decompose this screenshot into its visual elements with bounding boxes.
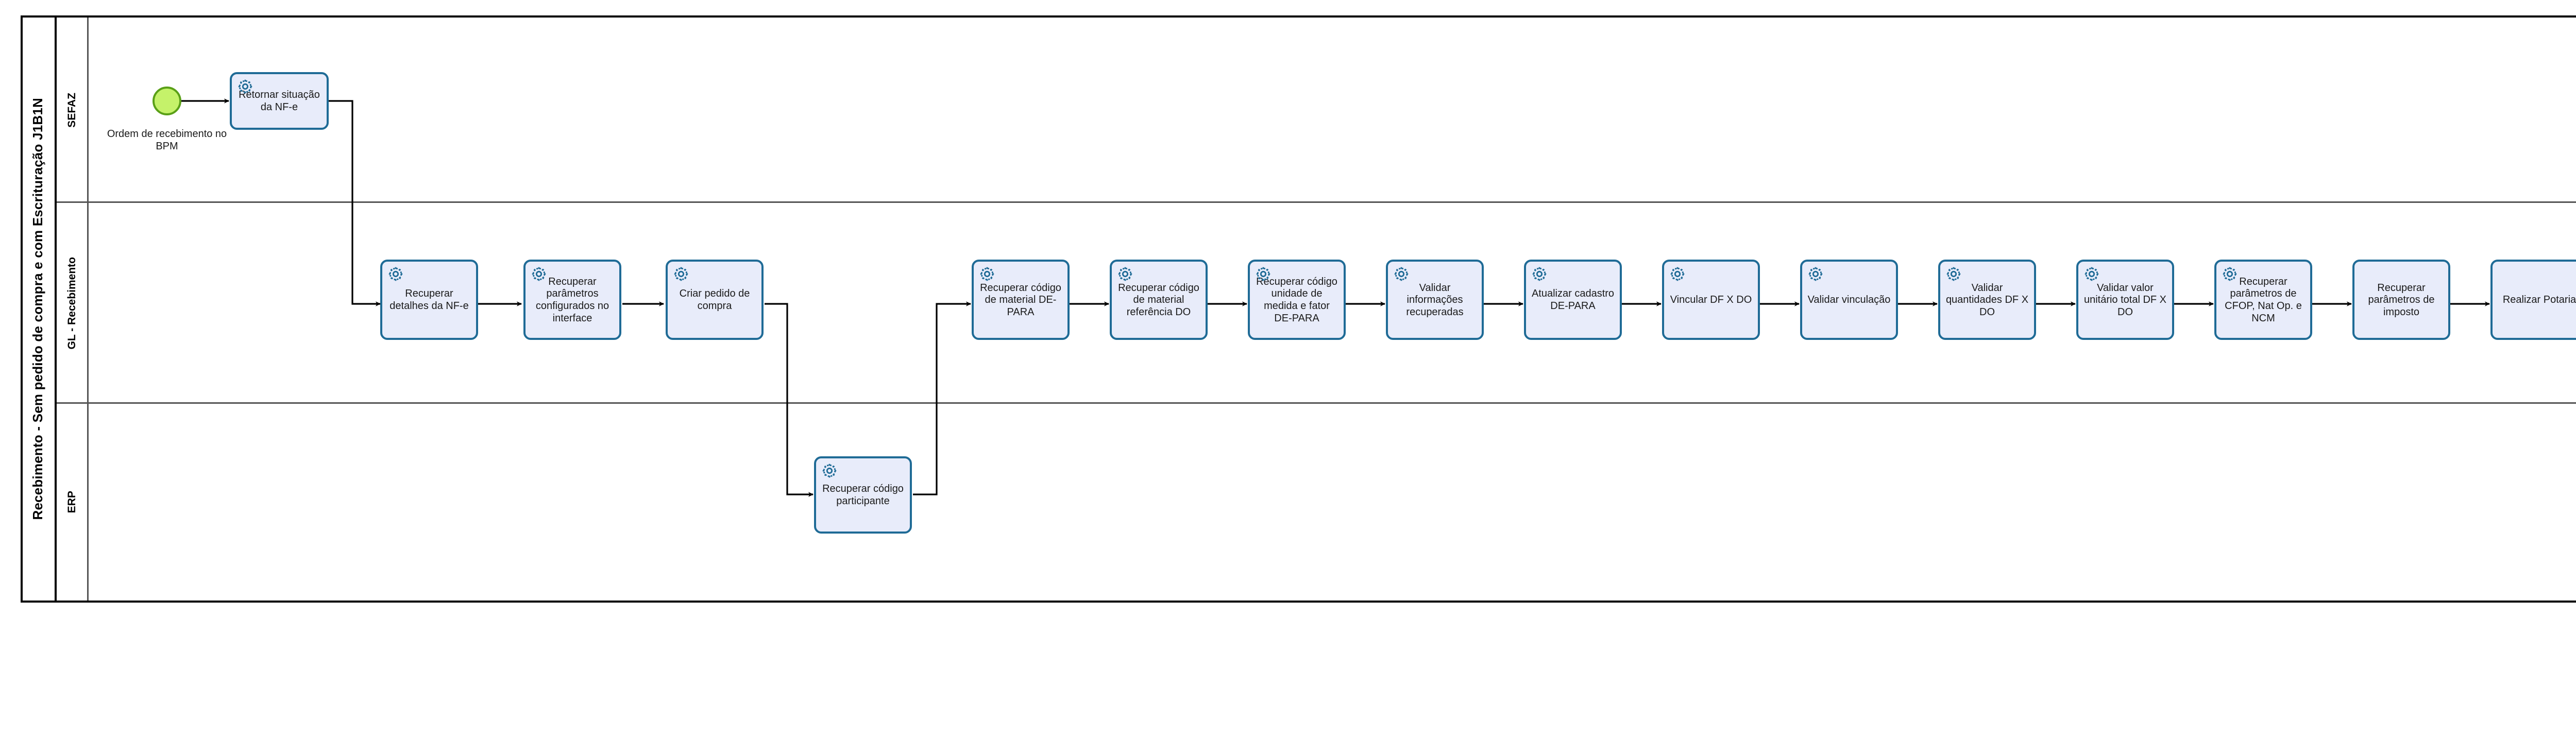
lane-label-sefaz: SEFAZ	[65, 93, 78, 128]
service-task-gear-icon	[2082, 265, 2101, 283]
task-validar-quantidades-df-x-do[interactable]: Validar quantidades DF X DO	[1938, 260, 2036, 340]
pool-title: Recebimento - Sem pedido de compra e com…	[21, 15, 57, 603]
task-label: Atualizar cadastro DE-PARA	[1531, 288, 1615, 312]
task-label: Retornar situação da NF-e	[239, 89, 320, 113]
task-label: Recuperar detalhes da NF-e	[389, 288, 469, 312]
task-label: Validar quantidades DF X DO	[1945, 282, 2029, 318]
task-label: Recuperar parâmetros de imposto	[2368, 282, 2435, 318]
task-atualizar-cadastro-depara[interactable]: Atualizar cadastro DE-PARA	[1524, 260, 1622, 340]
task-label: Recuperar código de material referência …	[1118, 282, 1199, 318]
service-task-gear-icon	[1530, 265, 1549, 283]
lane-erp	[57, 404, 2576, 601]
task-label: Recuperar código participante	[822, 483, 904, 507]
task-recuperar-parametros-cfop[interactable]: Recuperar parâmetros de CFOP, Nat Op. e …	[2214, 260, 2312, 340]
start-event[interactable]	[152, 87, 181, 115]
lane-label-erp: ERP	[65, 491, 78, 513]
task-recuperar-codigo-material-depara[interactable]: Recuperar código de material DE-PARA	[972, 260, 1070, 340]
service-task-gear-icon	[1392, 265, 1411, 283]
task-label: Validar vinculação	[1807, 294, 1891, 306]
task-validar-informacoes-recuperadas[interactable]: Validar informações recuperadas	[1386, 260, 1484, 340]
task-realizar-potaria[interactable]: Realizar Potaria	[2490, 260, 2576, 340]
service-task-gear-icon	[1806, 265, 1825, 283]
task-label: Recuperar código de material DE-PARA	[980, 282, 1061, 318]
task-label: Recuperar parâmetros configurados no int…	[535, 276, 609, 324]
start-event-label: Ordem de recebimento no BPM	[107, 128, 227, 152]
service-task-gear-icon	[1668, 265, 1687, 283]
pool-title-label: Recebimento - Sem pedido de compra e com…	[29, 98, 45, 520]
task-recuperar-parametros-imposto[interactable]: Recuperar parâmetros de imposto	[2352, 260, 2450, 340]
service-task-gear-icon	[820, 461, 839, 480]
lane-erp-title: ERP	[57, 404, 89, 601]
task-label: Criar pedido de compra	[679, 288, 750, 312]
lane-gl-recebimento	[57, 203, 2576, 404]
service-task-gear-icon	[530, 265, 548, 283]
lane-sefaz	[57, 18, 2576, 203]
task-recuperar-detalhes-nfe[interactable]: Recuperar detalhes da NF-e	[380, 260, 478, 340]
task-recuperar-parametros-interface[interactable]: Recuperar parâmetros configurados no int…	[523, 260, 621, 340]
lane-sefaz-title: SEFAZ	[57, 18, 89, 203]
task-retornar-situacao-nfe-1[interactable]: Retornar situação da NF-e	[230, 72, 329, 130]
task-vincular-df-x-do[interactable]: Vincular DF X DO	[1662, 260, 1760, 340]
bpmn-pool	[21, 15, 2576, 603]
task-label: Realizar Potaria	[2502, 294, 2576, 306]
service-task-gear-icon	[1254, 265, 1273, 283]
service-task-gear-icon	[236, 77, 255, 96]
service-task-gear-icon	[1116, 265, 1134, 283]
task-label: Recuperar código unidade de medida e fat…	[1256, 276, 1337, 324]
task-recuperar-codigo-unidade-medida[interactable]: Recuperar código unidade de medida e fat…	[1248, 260, 1346, 340]
task-criar-pedido-compra[interactable]: Criar pedido de compra	[666, 260, 764, 340]
service-task-gear-icon	[1944, 265, 1963, 283]
task-validar-valor-unitario-total[interactable]: Validar valor unitário total DF X DO	[2076, 260, 2174, 340]
service-task-gear-icon	[672, 265, 690, 283]
task-label: Validar informações recuperadas	[1406, 282, 1464, 318]
service-task-gear-icon	[2221, 265, 2239, 283]
task-label: Validar valor unitário total DF X DO	[2083, 282, 2167, 318]
task-recuperar-codigo-participante[interactable]: Recuperar código participante	[814, 456, 912, 534]
service-task-gear-icon	[386, 265, 405, 283]
task-recuperar-codigo-material-referencia-do[interactable]: Recuperar código de material referência …	[1110, 260, 1208, 340]
lane-label-gl-recebimento: GL - Recebimento	[65, 257, 78, 350]
lane-gl-recebimento-title: GL - Recebimento	[57, 203, 89, 404]
service-task-gear-icon	[978, 265, 996, 283]
task-validar-vinculacao[interactable]: Validar vinculação	[1800, 260, 1898, 340]
task-label: Vincular DF X DO	[1670, 294, 1752, 306]
task-label: Recuperar parâmetros de CFOP, Nat Op. e …	[2225, 276, 2302, 324]
